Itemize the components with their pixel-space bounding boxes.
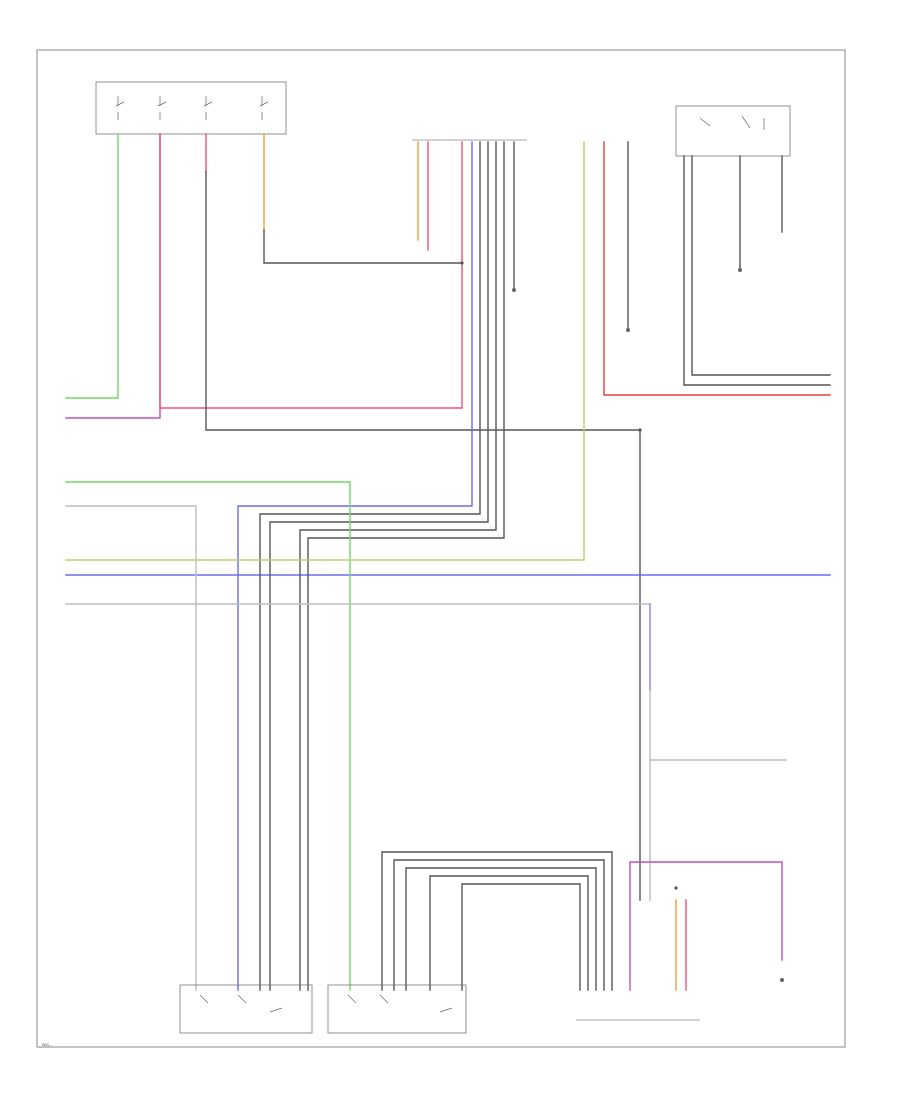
- wire-black-bundle-2: [269, 141, 489, 991]
- wire-blue-main: [237, 141, 473, 991]
- lower-left-switch-module: [179, 984, 313, 1034]
- wire-black-bundle-1: [259, 141, 481, 991]
- wire-green-left: [65, 133, 119, 399]
- splice-points: [460, 261, 678, 890]
- wire-red-right: [603, 141, 831, 396]
- page-code: W5/...: [42, 1043, 52, 1047]
- wire-black-right-3: [691, 155, 831, 376]
- wire-violet: [65, 133, 161, 419]
- wire-black-bundle-4: [307, 141, 505, 991]
- wire-violet-right: [629, 861, 783, 991]
- wire-black-ground: [263, 229, 463, 264]
- wire-green-mid: [65, 481, 351, 991]
- wire-yellow-green: [65, 141, 585, 561]
- top-left-switch-module: [95, 81, 287, 135]
- wire-gray-mid: [65, 505, 197, 991]
- top-right-switch-assembly: [675, 105, 791, 157]
- wire-black-lower-bundle: [381, 851, 613, 991]
- lower-center-switch-module: [327, 984, 467, 1034]
- wire-black-bundle-3: [299, 141, 497, 991]
- wire-black-right-2: [683, 155, 831, 386]
- wire-black-from-top: [205, 171, 641, 901]
- diagram-frame: [36, 49, 846, 1048]
- wire-pink-main: [159, 133, 463, 409]
- ground-symbols: [512, 268, 784, 982]
